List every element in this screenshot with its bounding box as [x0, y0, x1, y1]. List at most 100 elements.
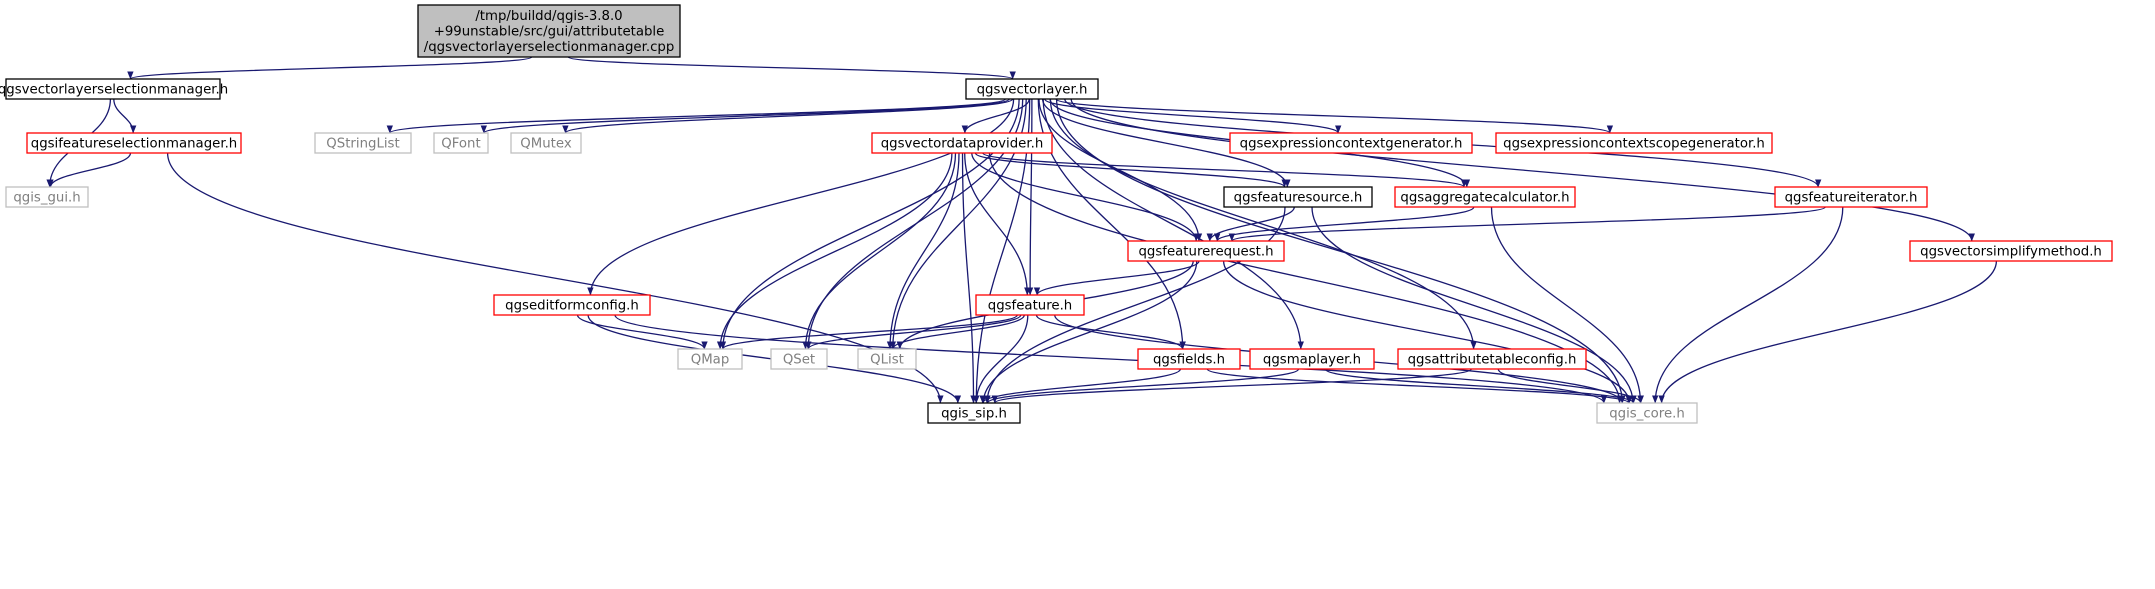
node-simplify-h[interactable]: qgsvectorsimplifymethod.h — [1909, 240, 2113, 262]
node-box — [26, 132, 242, 154]
edge-featsrc_h-to-featreq_h — [1206, 206, 1295, 242]
node-box — [1394, 186, 1576, 208]
edge-feature_h-to-qset — [805, 314, 1022, 350]
edge-attrtable_h-to-qgis_core_h — [1497, 368, 1644, 404]
edge-feature_h-to-qlist — [889, 314, 1025, 350]
nodes-layer: /tmp/buildd/qgis-3.8.0+99unstable/src/gu… — [0, 4, 2113, 424]
edge-feature_h-to-qmap — [719, 314, 1018, 350]
node-root[interactable]: /tmp/buildd/qgis-3.8.0+99unstable/src/gu… — [417, 4, 681, 58]
node-label: qgsexpressioncontextgenerator.h — [1240, 137, 1463, 152]
node-box — [975, 294, 1085, 316]
edge-vdp_h-to-qmap — [716, 152, 953, 350]
node-qfont: QFont — [433, 132, 489, 154]
node-box — [1137, 348, 1241, 370]
node-feature-h[interactable]: qgsfeature.h — [975, 294, 1085, 316]
edge-vectorlayer_h-to-vdp_h — [961, 98, 1030, 134]
node-label: qgsexpressioncontextscopegenerator.h — [1503, 137, 1765, 152]
node-label: QStringList — [326, 137, 399, 152]
node-box — [1495, 132, 1773, 154]
edge-featreq_h-to-feature_h — [1033, 260, 1200, 296]
edge-vectorlayer_h-to-feature_h — [1026, 98, 1034, 296]
node-box — [433, 132, 489, 154]
edge-vectorlayer_h-to-qmutex — [562, 98, 1014, 134]
node-aggcalc-h[interactable]: qgsaggregatecalculator.h — [1394, 186, 1576, 208]
node-label: /qgsvectorlayerselectionmanager.cpp — [424, 40, 675, 55]
edge-root-to-selmgr_h — [127, 56, 533, 80]
node-qgis-sip-h[interactable]: qgis_sip.h — [927, 402, 1021, 424]
node-fields-h[interactable]: qgsfields.h — [1137, 348, 1241, 370]
node-qgis-core-h: qgis_core.h — [1596, 402, 1698, 424]
node-exprscope-h[interactable]: qgsexpressioncontextscopegenerator.h — [1495, 132, 1773, 154]
edge-vectorlayer_h-to-qfont — [480, 98, 1010, 134]
node-label: qgsvectorlayer.h — [977, 83, 1088, 98]
node-box — [1774, 186, 1928, 208]
node-label: qgsfeaturerequest.h — [1138, 245, 1273, 260]
node-qstringlist: QStringList — [314, 132, 412, 154]
edge-featiter_h-to-featreq_h — [1228, 206, 1826, 242]
node-label: +99unstable/src/gui/attributetable — [434, 25, 665, 40]
edge-fields_h-to-qgis_core_h — [1206, 368, 1632, 404]
node-qmutex: QMutex — [510, 132, 582, 154]
node-label: qgsvectorsimplifymethod.h — [1920, 245, 2102, 260]
edge-aggcalc_h-to-qgis_core_h — [1490, 206, 1644, 404]
edge-vectorlayer_h-to-maplayer_h — [1042, 98, 1304, 350]
node-box — [770, 348, 828, 370]
node-featreq-h[interactable]: qgsfeaturerequest.h — [1127, 240, 1285, 262]
node-box — [1249, 348, 1375, 370]
node-box — [871, 132, 1053, 154]
edge-vectorlayer_h-to-attrtable_h — [1049, 98, 1477, 350]
node-vectorlayer-h[interactable]: qgsvectorlayer.h — [965, 78, 1099, 100]
node-box — [314, 132, 412, 154]
node-label: qgsmaplayer.h — [1263, 353, 1361, 368]
node-box — [5, 186, 89, 208]
node-qgis-gui-h: qgis_gui.h — [5, 186, 89, 208]
node-editform-h[interactable]: qgseditformconfig.h — [493, 294, 651, 316]
node-box — [1229, 132, 1473, 154]
edge-editform_h-to-qmap — [576, 314, 708, 350]
edge-vectorlayer_h-to-qstringlist — [386, 98, 1006, 134]
node-box — [927, 402, 1021, 424]
node-qmap: QMap — [677, 348, 743, 370]
node-box — [1397, 348, 1587, 370]
node-label: qgsattributetableconfig.h — [1408, 353, 1577, 368]
node-label: /tmp/buildd/qgis-3.8.0 — [475, 9, 622, 24]
node-selmgr-h[interactable]: qgsvectorlayerselectionmanager.h — [0, 78, 228, 100]
node-box — [417, 4, 681, 58]
node-label: qgis_gui.h — [13, 191, 80, 206]
node-label: qgis_core.h — [1609, 407, 1685, 422]
edge-vectorlayer_h-to-featsrc_h — [1041, 98, 1291, 188]
node-exprctxgen-h[interactable]: qgsexpressioncontextgenerator.h — [1229, 132, 1473, 154]
node-label: QMap — [691, 353, 730, 368]
edge-fields_h-to-qgis_sip_h — [979, 368, 1182, 404]
node-label: qgsvectordataprovider.h — [881, 137, 1044, 152]
edge-vectorlayer_h-to-exprctxgen_h — [1044, 98, 1342, 134]
node-box — [965, 78, 1099, 100]
node-label: qgseditformconfig.h — [505, 299, 639, 314]
node-label: QSet — [783, 353, 815, 368]
node-label: qgsifeatureselectionmanager.h — [31, 137, 237, 152]
node-box — [1127, 240, 1285, 262]
edge-attrtable_h-to-qgis_sip_h — [991, 368, 1472, 404]
edge-vdp_h-to-qset — [802, 152, 957, 350]
edge-featiter_h-to-qgis_core_h — [1652, 206, 1844, 404]
edge-vdp_h-to-qgis_sip_h — [961, 152, 977, 404]
edge-feature_h-to-qgis_sip_h — [973, 314, 1029, 404]
node-label: QMutex — [520, 137, 572, 152]
node-box — [5, 78, 221, 100]
node-attrtable-h[interactable]: qgsattributetableconfig.h — [1397, 348, 1587, 370]
node-featsrc-h[interactable]: qgsfeaturesource.h — [1223, 186, 1373, 208]
node-featiter-h[interactable]: qgsfeatureiterator.h — [1774, 186, 1928, 208]
edge-featsrc_h-to-qgis_core_h — [1311, 206, 1637, 404]
edge-vdp_h-to-aggcalc_h — [982, 152, 1468, 188]
node-label: QList — [870, 353, 904, 368]
node-box — [1596, 402, 1698, 424]
node-box — [857, 348, 917, 370]
edge-featsrc_h-to-qgis_sip_h — [983, 206, 1286, 404]
node-ifeatsel-h[interactable]: qgsifeatureselectionmanager.h — [26, 132, 242, 154]
node-vdp-h[interactable]: qgsvectordataprovider.h — [871, 132, 1053, 154]
node-qset: QSet — [770, 348, 828, 370]
node-maplayer-h[interactable]: qgsmaplayer.h — [1249, 348, 1375, 370]
node-label: qgsvectorlayerselectionmanager.h — [0, 83, 228, 98]
node-box — [493, 294, 651, 316]
node-label: QFont — [441, 137, 480, 152]
